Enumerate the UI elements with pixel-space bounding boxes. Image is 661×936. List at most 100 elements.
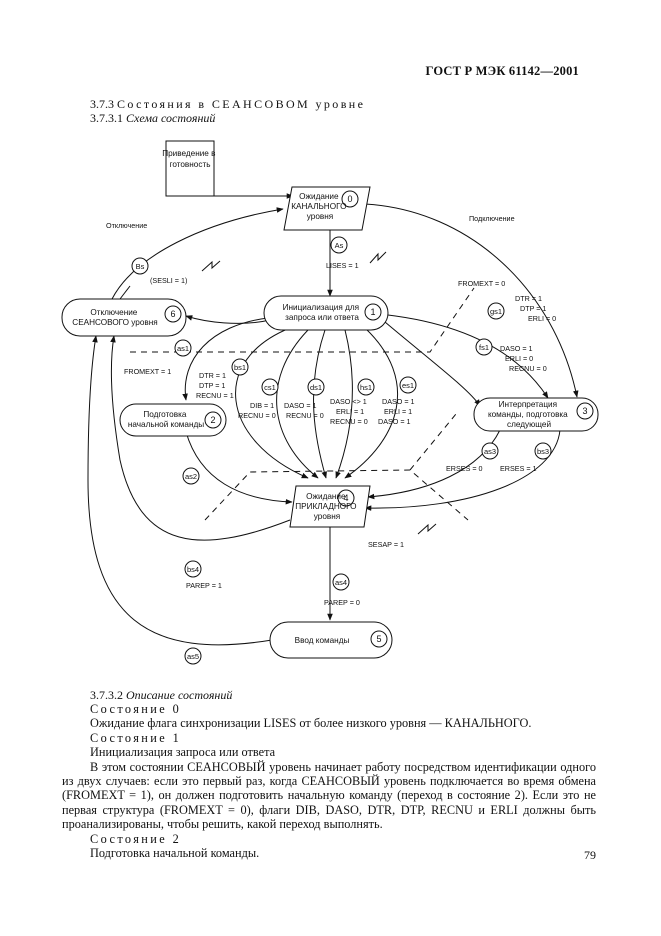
transition-circle-bs <box>131 257 149 275</box>
node-ready-label: Приведение в готовность <box>162 149 218 169</box>
node-init-box <box>263 295 389 331</box>
node-ready-box <box>165 140 215 197</box>
transition-label: as5 <box>187 652 199 661</box>
condition-label: DTP = 1 <box>520 304 546 313</box>
edge-bs-line <box>119 285 131 300</box>
transition-circle-as <box>330 236 348 254</box>
transition-circle-cs1 <box>261 378 279 396</box>
section-3-7-3-heading: 3.7.3 Состояния в СЕАНСОВОМ уровне <box>90 97 365 112</box>
node-prep-box <box>119 403 227 437</box>
transition-circle-as1 <box>174 339 192 357</box>
state-number-circle <box>576 402 594 420</box>
state-number: 1 <box>370 307 375 317</box>
section-number: 3.7.3.2 <box>90 688 123 702</box>
section-title: Описание состояний <box>126 688 233 702</box>
transition-label: bs3 <box>537 447 549 456</box>
node-prep-label: Подготовка начальной команды <box>128 410 204 429</box>
node-wait-channel-label: Ожидание КАНАЛЬНОГО уровня <box>291 192 348 221</box>
section-number: 3.7.3.1 <box>90 111 123 125</box>
lightning-mark <box>417 523 437 535</box>
edge-disconnect-to-wait <box>111 207 284 300</box>
state-number: 6 <box>170 309 175 319</box>
state-number-circle <box>164 305 182 323</box>
state-2-text: Подготовка начальной команды. <box>90 846 260 861</box>
section-title: Схема состояний <box>126 111 216 125</box>
node-init-label: Инициализация для запроса или ответа <box>283 303 362 322</box>
edge-waitapp-to-disconnect-bs4 <box>110 335 291 541</box>
condition-label: DTR = 1 <box>515 294 542 303</box>
transition-label: ds1 <box>310 383 322 392</box>
state-0-text: Ожидание флага синхронизации LISES от бо… <box>90 716 532 731</box>
edge-init-to-interp-fs1 <box>384 321 481 407</box>
condition-label: DASO = 1 <box>378 417 411 426</box>
node-disconnect-label: Отключение СЕАНСОВОГО уровня <box>72 308 157 327</box>
node-interp-box <box>473 397 599 432</box>
transition-label: es1 <box>402 381 414 390</box>
state-0-heading: Состояние 0 <box>90 702 182 716</box>
transition-label: bs1 <box>234 363 246 372</box>
state-number: 2 <box>210 415 215 425</box>
section-3-7-3-2-heading: 3.7.3.2 Описание состояний <box>90 688 232 703</box>
transition-circle-as4 <box>332 573 350 591</box>
transition-label: cs1 <box>264 383 276 392</box>
state-number-circle <box>370 630 388 648</box>
transition-label: As <box>335 241 344 250</box>
transition-label: as3 <box>484 447 496 456</box>
transition-circle-hs1 <box>357 378 375 396</box>
section-number: 3.7.3 <box>90 97 114 111</box>
state-number-circle <box>364 303 382 321</box>
node-disconnect-box <box>61 298 187 337</box>
edge-input-to-disconnect-as5 <box>87 335 273 646</box>
edge-label-podkl: Подключение <box>469 214 515 223</box>
condition-label: ERLI = 0 <box>505 354 533 363</box>
edge-init-to-waitapp-es1 <box>344 327 399 479</box>
condition-label: DASO = 1 <box>382 397 415 406</box>
condition-label: FROMEXT = 1 <box>124 367 171 376</box>
node-input-box <box>269 621 393 659</box>
condition-label: RECNU = 1 <box>196 391 234 400</box>
state-1-text: Инициализация запроса или ответа <box>90 745 276 760</box>
condition-label: RECNU = 0 <box>509 364 547 373</box>
dashed-line-right <box>409 413 457 471</box>
edge-init-to-prep <box>182 317 269 401</box>
node-ready-line2: готовность <box>170 160 211 169</box>
edge-label-otkl: Отключение <box>106 221 147 230</box>
edge-init-to-waitapp-ds1 <box>313 329 327 479</box>
transition-label: fs1 <box>479 343 489 352</box>
edge-init-to-waitapp-bs1 <box>235 327 309 479</box>
lightning-mark <box>369 251 387 264</box>
lightning-mark <box>201 260 221 272</box>
state-number-circle <box>337 489 355 507</box>
state-number: 0 <box>347 194 352 204</box>
page-number: 79 <box>584 848 596 862</box>
condition-label: RECNU = 0 <box>286 411 324 420</box>
transition-circle-as5 <box>184 647 202 665</box>
state-number-circle <box>204 411 222 429</box>
node-input-label: Ввод команды <box>295 636 350 645</box>
state-number: 5 <box>376 634 381 644</box>
condition-label: DTR = 1 <box>199 371 226 380</box>
state-number: 3 <box>582 406 587 416</box>
condition-label: (SESLI = 1) <box>150 276 187 285</box>
condition-label: ERLI = 1 <box>384 407 412 416</box>
section-title: Состояния в СЕАНСОВОМ уровне <box>117 97 366 111</box>
condition-label: DASO = 1 <box>284 401 317 410</box>
condition-label: RECNU = 0 <box>238 411 276 420</box>
transition-label: as4 <box>335 578 347 587</box>
node-interp-label: Интерпретация команды, подготовка следую… <box>488 400 570 429</box>
condition-label: RECNU = 0 <box>330 417 368 426</box>
transition-circle-fs1 <box>475 338 493 356</box>
condition-label: DASO <> 1 <box>330 397 367 406</box>
transition-circle-bs3 <box>534 442 552 460</box>
condition-label: DIB = 1 <box>250 401 274 410</box>
section-3-7-3-1-heading: 3.7.3.1 Схема состояний <box>90 111 215 126</box>
transition-circle-es1 <box>399 376 417 394</box>
transition-label: hs1 <box>360 383 372 392</box>
edge-init-to-waitapp-hs1 <box>335 329 353 479</box>
edge-wait-to-interp <box>364 203 579 398</box>
transition-circle-ds1 <box>307 378 325 396</box>
condition-label: DASO = 1 <box>500 344 533 353</box>
node-wait-app-label: Ожидание ПРИКЛАДНОГО уровня <box>295 492 359 521</box>
edge-init-to-waitapp-cs1 <box>276 329 319 479</box>
edge-prep-to-waitapp <box>185 431 293 505</box>
